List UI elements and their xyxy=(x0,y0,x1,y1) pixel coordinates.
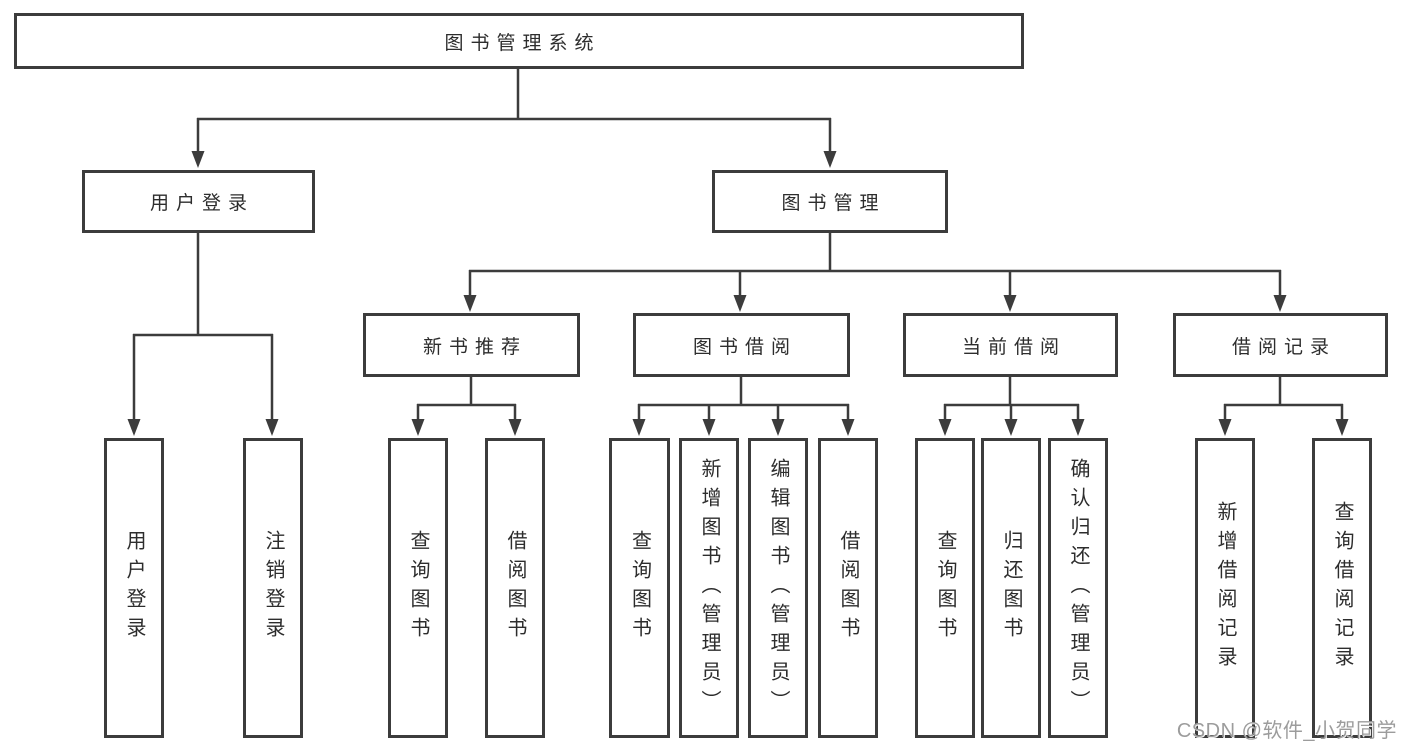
leaf-bb-add-books-admin: 新增图书（管理员） xyxy=(679,438,739,738)
leaf-cb-return-books: 归还图书 xyxy=(981,438,1041,738)
leaf-cb-query-books: 查询图书 xyxy=(915,438,975,738)
leaf-cb-confirm-return-admin: 确认归还（管理员） xyxy=(1048,438,1108,738)
node-borrowing-records: 借阅记录 xyxy=(1173,313,1388,377)
leaf-logout: 注销登录 xyxy=(243,438,303,738)
leaf-user-login: 用户登录 xyxy=(104,438,164,738)
node-book-management: 图书管理 xyxy=(712,170,948,233)
leaf-bb-edit-books-admin: 编辑图书（管理员） xyxy=(748,438,808,738)
leaf-rec-borrow-books: 借阅图书 xyxy=(485,438,545,738)
node-library-system: 图书管理系统 xyxy=(14,13,1024,69)
csdn-watermark: CSDN @软件_小贺同学 xyxy=(1176,720,1397,742)
leaf-bb-borrow-books: 借阅图书 xyxy=(818,438,878,738)
leaf-br-query-record: 查询借阅记录 xyxy=(1312,438,1372,738)
node-book-borrowing: 图书借阅 xyxy=(633,313,850,377)
node-user-login: 用户登录 xyxy=(82,170,315,233)
node-new-book-recommendation: 新书推荐 xyxy=(363,313,580,377)
leaf-br-add-record: 新增借阅记录 xyxy=(1195,438,1255,738)
leaf-bb-query-books: 查询图书 xyxy=(609,438,670,738)
leaf-rec-query-books: 查询图书 xyxy=(388,438,448,738)
node-current-borrowing: 当前借阅 xyxy=(903,313,1118,377)
